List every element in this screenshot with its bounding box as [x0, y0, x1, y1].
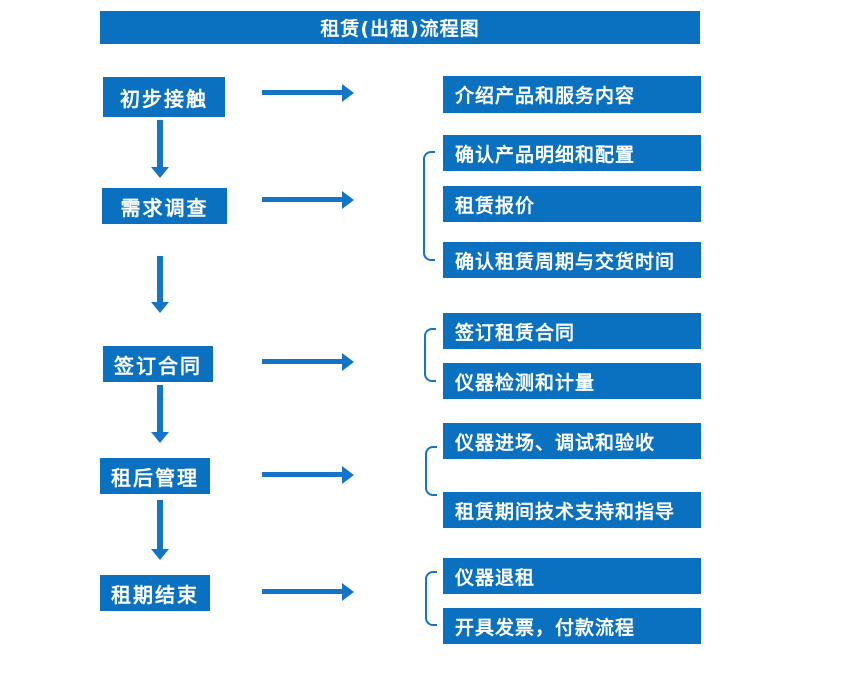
flow-step-box-demand-survey: 需求调查: [102, 188, 227, 224]
flow-output-box: 仪器检测和计量: [443, 363, 701, 399]
flow-output-box: 介绍产品和服务内容: [443, 76, 701, 113]
bracket-connector: [425, 446, 437, 496]
flow-step-box-rental-end: 租期结束: [100, 575, 210, 611]
flow-output-box: 租赁期间技术支持和指导: [443, 492, 701, 528]
flow-output-box: 仪器退租: [443, 558, 701, 594]
flow-step-box-sign-contract: 签订合同: [103, 346, 213, 382]
arrow-down-icon: [150, 500, 170, 560]
flow-output-box: 签订租赁合同: [443, 313, 701, 349]
flow-output-box: 确认产品明细和配置: [443, 135, 701, 171]
flowchart-title: 租赁(出租)流程图: [100, 11, 700, 44]
arrow-right-icon: [262, 583, 354, 601]
bracket-connector: [423, 151, 435, 261]
flow-output-box: 确认租赁周期与交货时间: [443, 242, 701, 278]
arrow-right-icon: [262, 84, 354, 102]
arrow-down-icon: [150, 256, 170, 313]
bracket-connector: [425, 571, 437, 626]
flow-output-box: 仪器进场、调试和验收: [443, 423, 701, 459]
arrow-right-icon: [262, 466, 354, 484]
flow-output-box: 租赁报价: [443, 186, 701, 222]
flow-output-box: 开具发票，付款流程: [443, 608, 701, 644]
arrow-right-icon: [262, 191, 354, 209]
arrow-down-icon: [150, 385, 170, 443]
bracket-connector: [424, 328, 436, 382]
flow-step-box-post-rental: 租后管理: [100, 458, 210, 494]
arrow-right-icon: [262, 353, 354, 371]
flow-step-box-initial-contact: 初步接触: [103, 77, 225, 117]
arrow-down-icon: [150, 120, 170, 178]
